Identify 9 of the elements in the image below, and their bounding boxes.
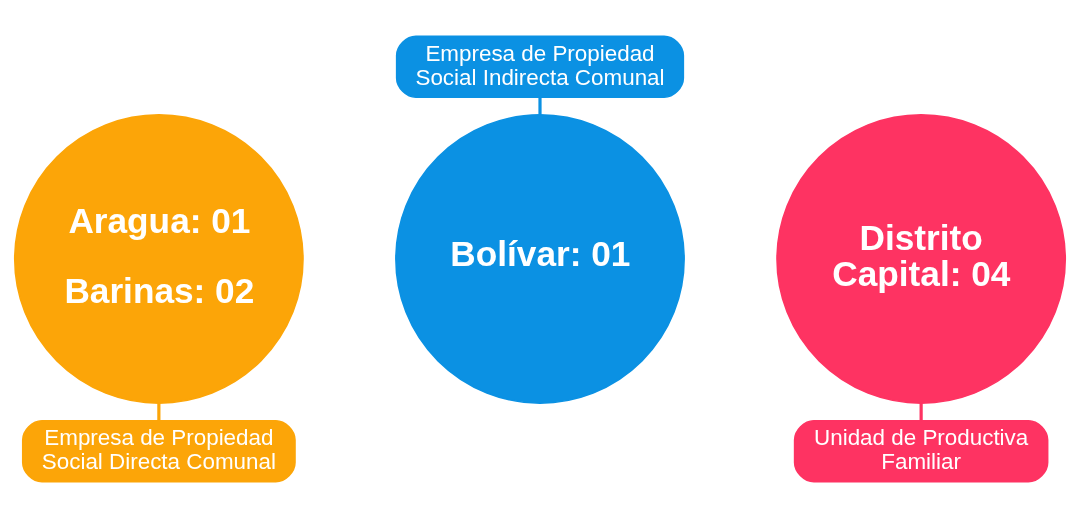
node-box: Empresa de Propiedad Social Indirecta Comunal (395, 35, 685, 99)
node-box: Empresa de Propiedad Social Directa Comunal (21, 419, 296, 483)
connector (538, 97, 542, 115)
node-circle: Bolívar: 01 (395, 114, 685, 404)
connector (919, 403, 923, 421)
node-circle: Distrito Capital: 04 (776, 114, 1067, 404)
node-box: Unidad de Productiva Familiar (793, 419, 1049, 483)
connector (157, 403, 161, 421)
node-circle: Aragua: 01 Barinas: 02 (13, 114, 304, 404)
